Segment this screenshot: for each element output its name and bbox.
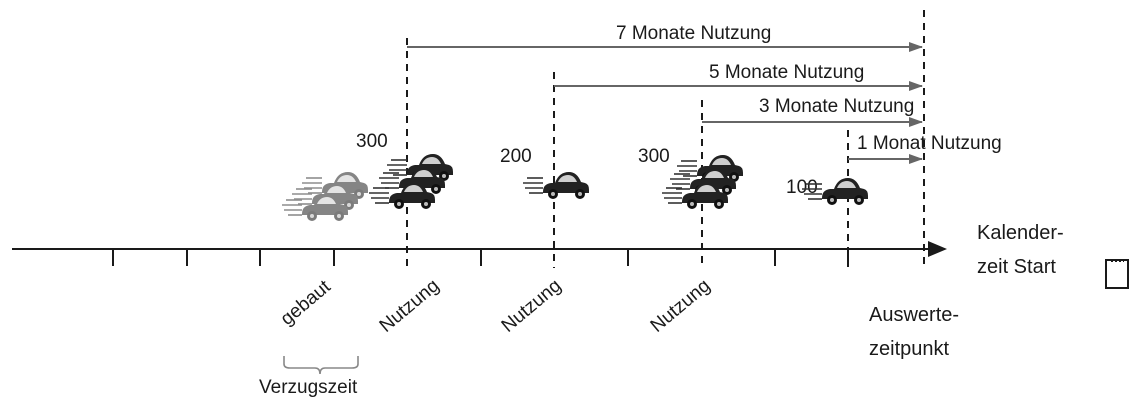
car-group-usage-3 xyxy=(661,154,744,210)
car-group-built xyxy=(281,171,369,222)
usage-marker-label: Nutzung xyxy=(498,275,566,337)
delay-brace xyxy=(283,356,359,375)
usage-arrow-label: 5 Monate Nutzung xyxy=(709,62,864,83)
evaluation-label: Auswerte- xyxy=(869,304,959,326)
batch-count: 100 xyxy=(786,177,818,198)
car-group-usage-2 xyxy=(522,171,590,200)
axis-label: zeit Start xyxy=(977,256,1056,278)
usage-arrow-label: 7 Monate Nutzung xyxy=(616,23,771,44)
calendar-icon xyxy=(1105,259,1129,289)
usage-arrow-label: 3 Monate Nutzung xyxy=(759,96,914,117)
batch-count: 200 xyxy=(500,146,532,167)
built-marker-label: gebaut xyxy=(277,276,336,330)
evaluation-label: zeitpunkt xyxy=(869,338,949,360)
car-group-usage-1 xyxy=(368,153,454,210)
axis-ticks xyxy=(112,249,849,266)
delay-label: Verzugszeit xyxy=(259,377,358,398)
car-icon xyxy=(522,171,590,200)
usage-arrow-label: 1 Monat Nutzung xyxy=(857,133,1002,154)
batch-count: 300 xyxy=(356,131,388,152)
batch-count: 300 xyxy=(638,146,670,167)
usage-marker-label: Nutzung xyxy=(647,275,715,337)
time-axis-arrowhead xyxy=(928,241,947,257)
usage-marker-label: Nutzung xyxy=(376,275,444,337)
axis-label: Kalender- xyxy=(977,222,1064,244)
